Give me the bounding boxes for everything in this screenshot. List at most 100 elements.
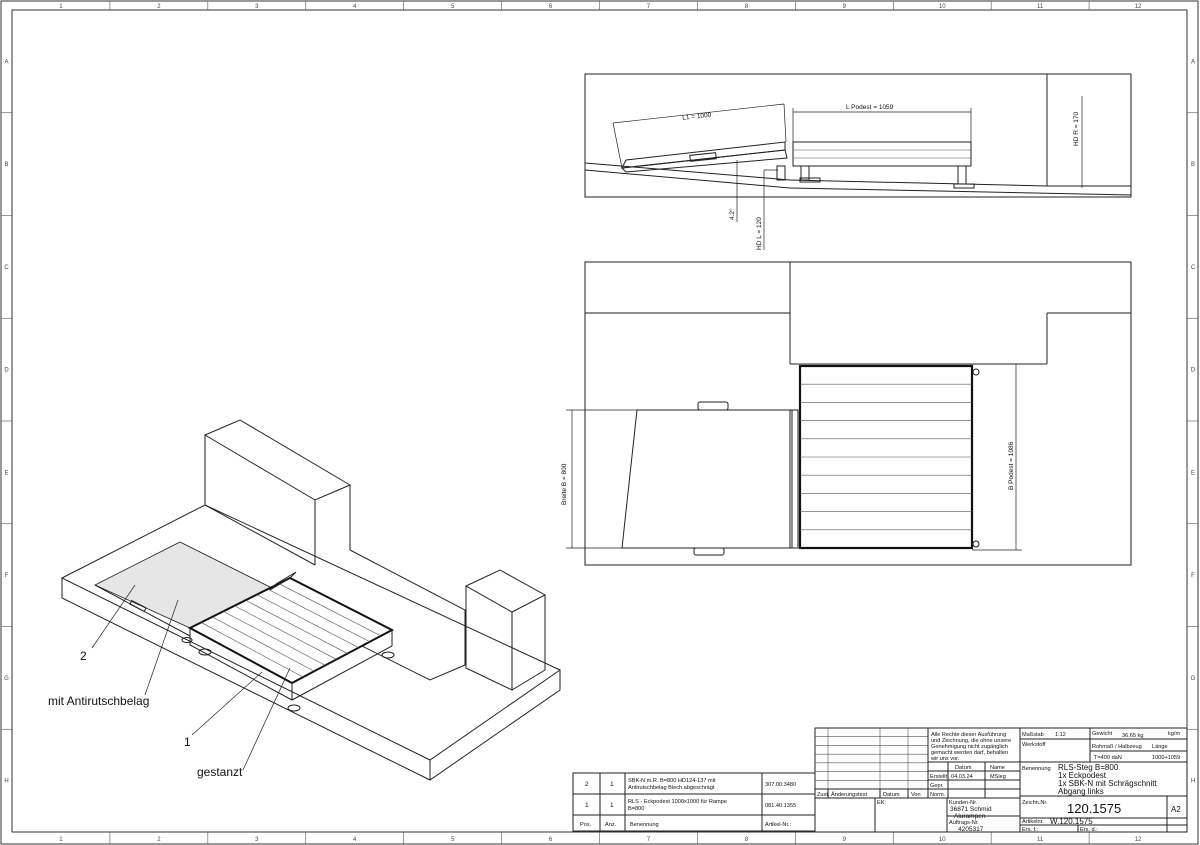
gewicht-unit: kg/m	[1168, 731, 1180, 737]
parts-row-anz: 1	[610, 802, 614, 809]
callout-1: 1	[184, 735, 191, 749]
leader-belag	[144, 599, 179, 696]
rights-note: Alle Rechte dieser Ausführung	[931, 732, 1006, 738]
rights-note: gemacht werden darf, behalten	[931, 750, 1008, 756]
benennung-line: Abgang links	[1058, 787, 1104, 796]
ramp-handle-iso	[129, 599, 147, 613]
grid-col-label: 8	[745, 4, 749, 10]
right-post-top	[464, 569, 547, 613]
gepr-label: Gepr.	[930, 783, 944, 789]
gewicht-label: Gewicht	[1092, 731, 1113, 737]
grid-row-label: G	[1191, 676, 1196, 682]
grid-row-label: H	[1191, 779, 1195, 785]
col-name: Name	[990, 765, 1005, 771]
grid-col-label: 11	[1037, 4, 1044, 10]
parts-row-artikel: 307.00.3480	[765, 782, 796, 788]
foot-marker	[972, 540, 980, 548]
podest-foot	[957, 165, 967, 185]
grid-col-label: 2	[157, 837, 161, 843]
rights-note: Genehmigung nicht zugänglich	[931, 744, 1008, 750]
laenge-value: 1000+1059	[1152, 755, 1180, 761]
erstellt-date: 04.03.24	[951, 774, 973, 780]
kunden-value: 36871 Schmid	[950, 806, 992, 813]
ground-line	[584, 162, 791, 181]
parts-header-pos: Pos.	[580, 822, 592, 828]
right-wall	[1046, 74, 1131, 187]
dim-hd-r-label: HD R = 170	[1073, 111, 1080, 146]
grid-col-label: 5	[451, 4, 455, 10]
grid-col-label: 2	[157, 4, 161, 10]
callout-2: 2	[80, 649, 87, 663]
grid-row-label: D	[1191, 368, 1196, 374]
parts-header-anz: Anz.	[605, 822, 617, 828]
leader-1	[191, 671, 263, 736]
dim-l-podest-label: L Podest = 1059	[846, 104, 894, 111]
foot-plate	[799, 177, 821, 183]
dim-line-l1	[612, 103, 785, 124]
ers-durch: Ers. d.:	[1080, 827, 1098, 833]
leader-2	[91, 584, 136, 649]
benennung-line: 1x Eckpodest	[1058, 771, 1107, 780]
grid-col-label: 1	[59, 837, 63, 843]
rev-datum: Datum	[883, 792, 900, 798]
norm-label: Norm.	[930, 792, 946, 798]
grid-row-label: C	[4, 265, 9, 271]
kunden-label: Kunden-Nr.	[949, 800, 978, 806]
podest-side	[792, 141, 972, 167]
benennung-line: 1x SBK-N mit Schrägschnitt	[1058, 779, 1157, 788]
iso-slats	[200, 583, 382, 678]
podest-slats	[800, 383, 972, 531]
benennung-line: RLS-Steg B=800	[1058, 763, 1119, 772]
top-view: Breite B = 800 B Podest = 1086	[561, 261, 1132, 566]
dim-angle-label: 4.2°	[728, 208, 736, 220]
parts-row-benennung: B=800	[628, 806, 644, 812]
ground-line	[789, 179, 1048, 187]
ramp-hinge	[789, 409, 799, 549]
grid-row-label: E	[1191, 470, 1195, 476]
ramp-lip	[621, 141, 786, 169]
parts-row-benennung: RLS - Eckpodest 1000x1000 für Rampe	[628, 799, 727, 805]
dim-hd-l-label: HD L = 120	[756, 217, 763, 250]
grid-row-label: F	[1191, 573, 1195, 579]
grid-row-label: A	[4, 59, 8, 65]
erstellt-label: Erstellt	[930, 774, 948, 780]
leader-gestanzt	[242, 667, 291, 771]
grid-col-label: 1	[59, 4, 63, 10]
kunden-value-2: Alurampen	[954, 813, 986, 820]
auftrags-label: Auftrags-Nr.	[949, 820, 979, 826]
parts-list: 2 1 SBK-N m.R. B=800 HD124-137 mit Antir…	[572, 772, 816, 832]
top-view-frame	[584, 261, 1132, 566]
parts-header-artikel: Artikel-Nr.:	[765, 822, 792, 828]
ramp-handle-top	[697, 401, 729, 411]
benennung-label: Benennung	[1022, 766, 1051, 772]
massstab-label: Maßstab	[1022, 732, 1044, 738]
side-view-frame	[584, 73, 1132, 198]
grid-col-label: 10	[939, 4, 946, 10]
iso-view: 2 mit Antirutschbelag 1 gestanzt	[48, 419, 562, 781]
parts-header-benennung: Benennung	[630, 822, 659, 828]
ers-fuer: Ers. f.:	[1022, 827, 1039, 833]
title-block: Alle Rechte dieser Ausführung und Zeichn…	[814, 727, 1188, 833]
grid-col-label: 3	[255, 4, 259, 10]
grid-row-label: B	[4, 162, 8, 168]
laenge-label: Länge	[1152, 744, 1168, 750]
grid-col-label: 8	[745, 837, 749, 843]
podest-foot	[776, 165, 786, 181]
ramp-side	[620, 149, 788, 173]
grid-col-label: 7	[647, 4, 651, 10]
grid-row-label: B	[1191, 162, 1195, 168]
grid-col-label: 3	[255, 837, 259, 843]
zeichnr-label: Zeichn.Nr.	[1022, 800, 1048, 806]
rev-von: Von	[911, 792, 921, 798]
iso-foot	[287, 704, 301, 712]
grid-row-label: A	[1191, 59, 1195, 65]
grid-col-label: 12	[1135, 4, 1142, 10]
grid-row-label: H	[4, 779, 8, 785]
podest-lip	[269, 571, 297, 591]
parts-row-benennung: Antirutschbelag Blech abgeschrägt	[628, 785, 715, 791]
grid-col-label: 4	[353, 837, 357, 843]
zeichnr-value: 120.1575	[1067, 801, 1121, 816]
grid-col-label: 9	[843, 837, 847, 843]
col-datum: Datum	[955, 765, 972, 771]
